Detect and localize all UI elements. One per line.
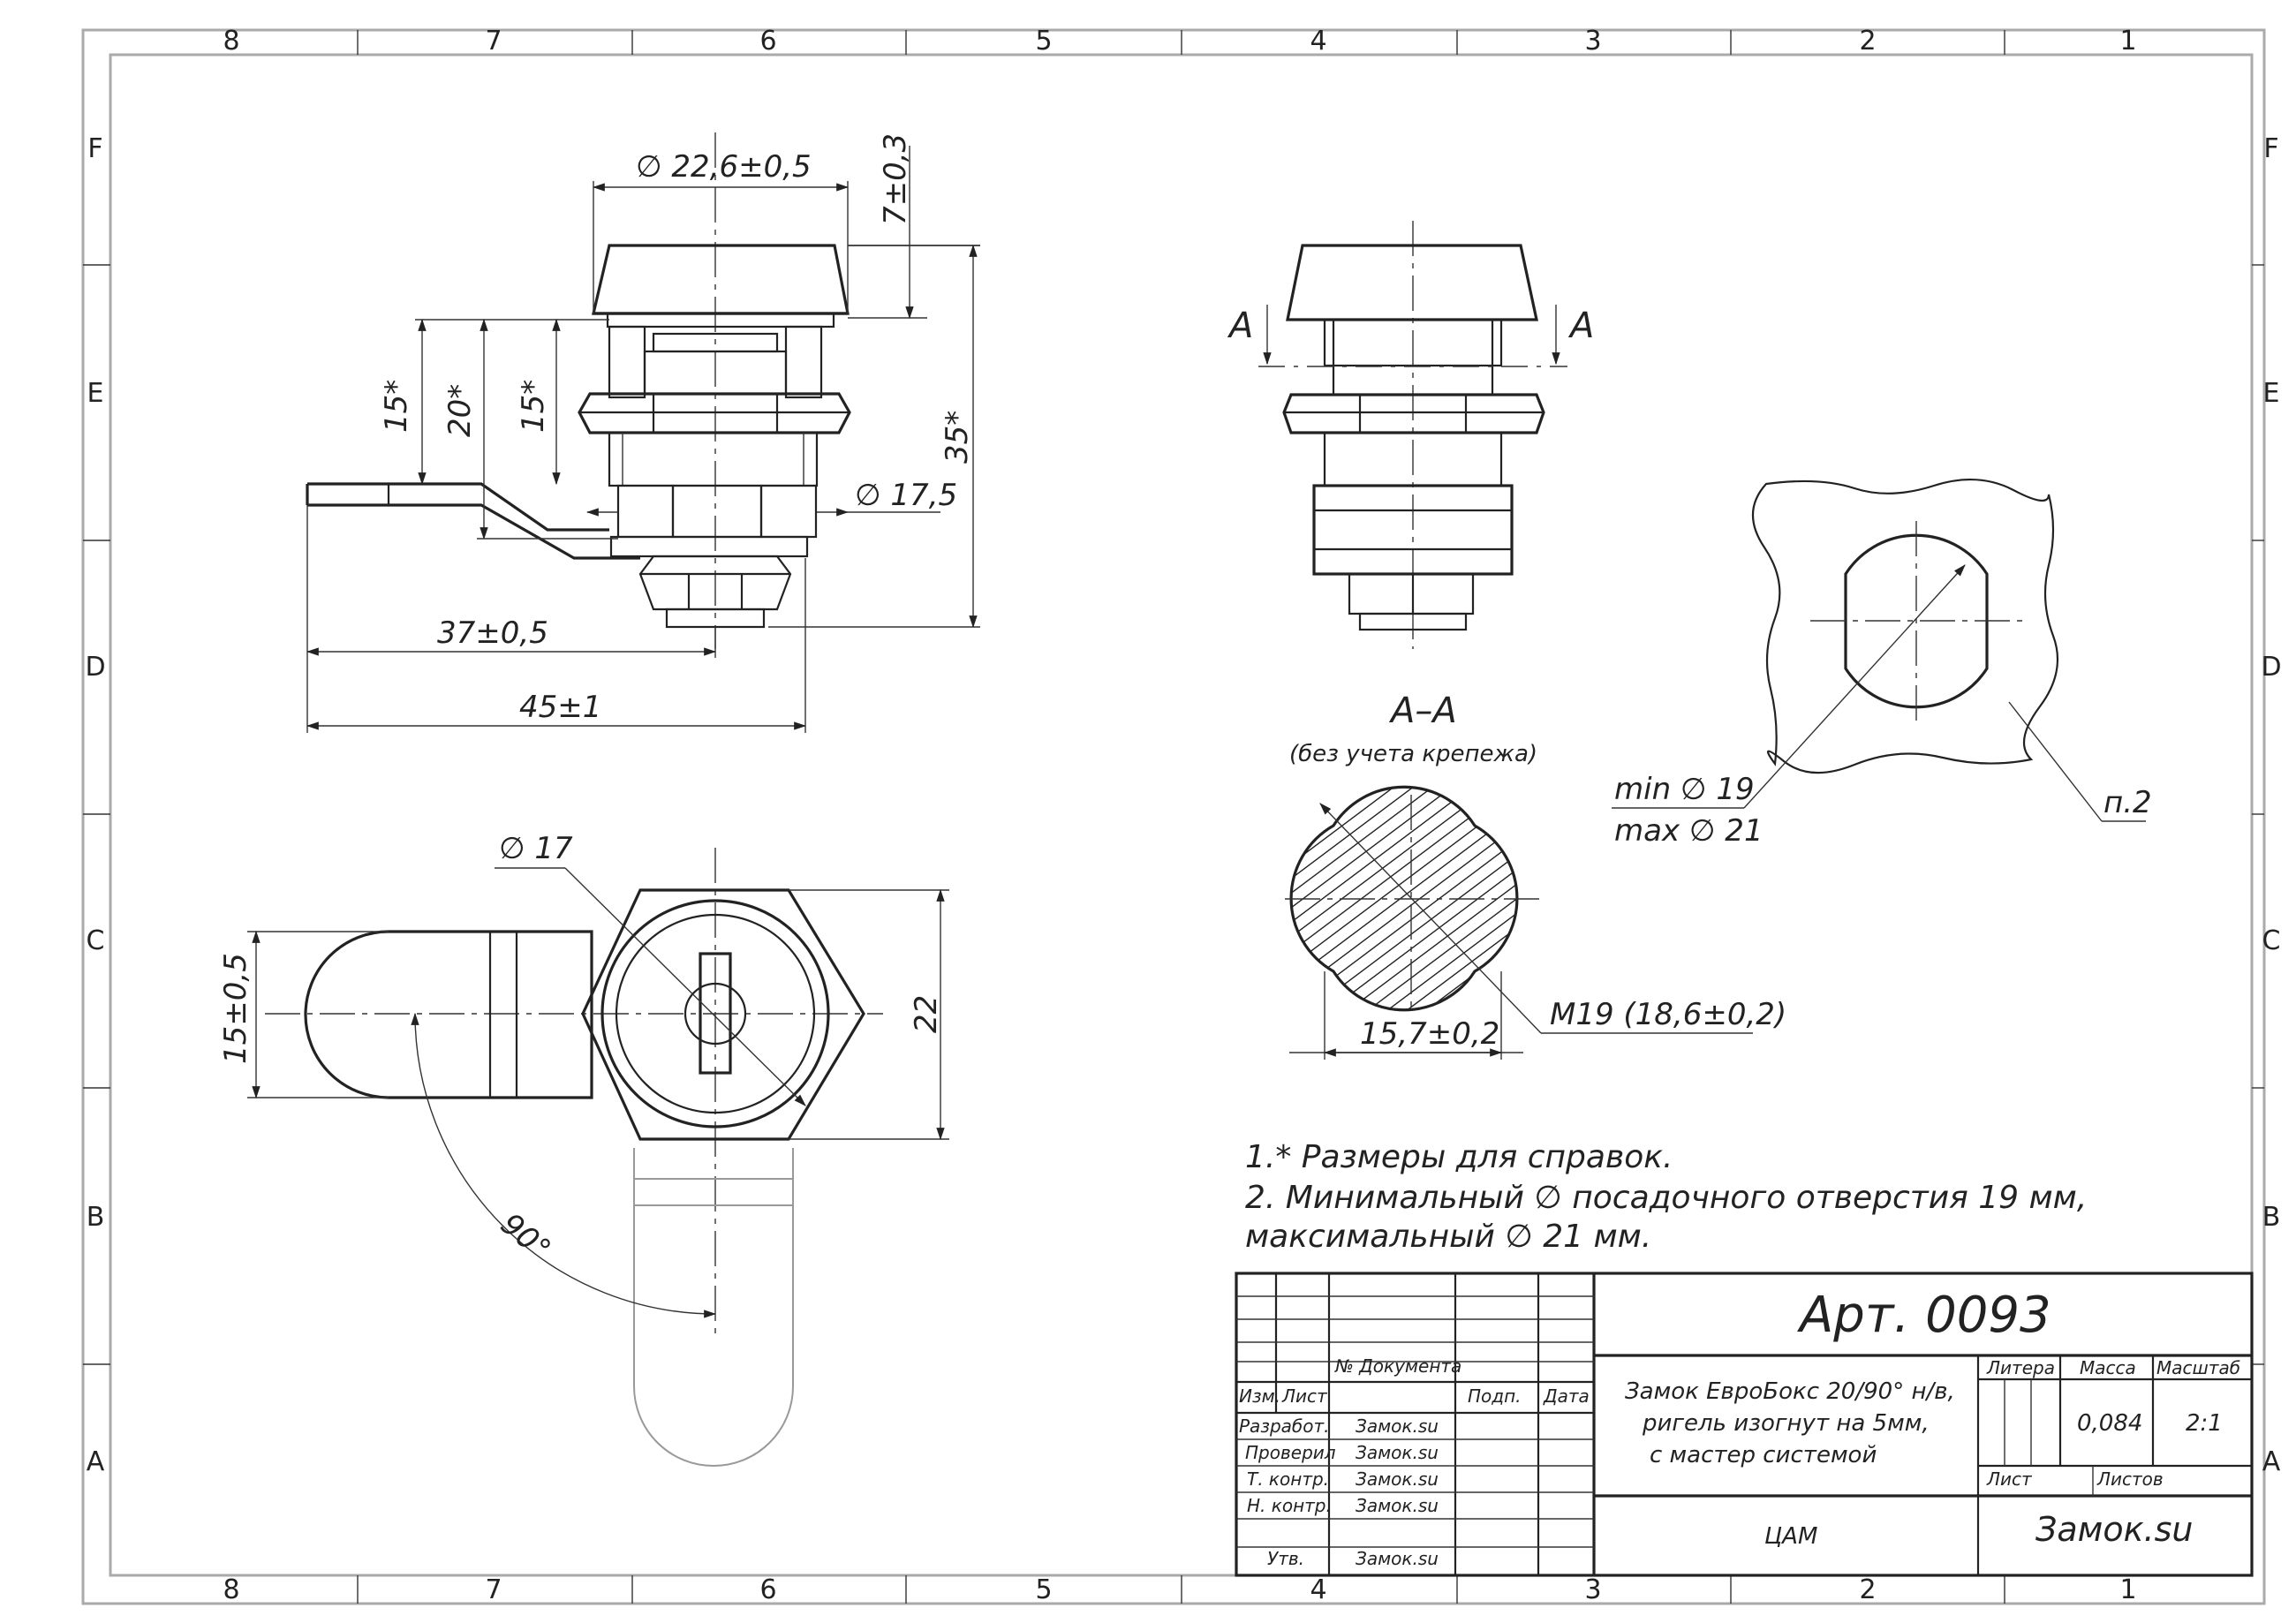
desc-line-3: с мастер системой (1650, 1442, 1877, 1468)
zone-col-label: 1 (2119, 26, 2136, 57)
hdr-scale: Масштаб (2156, 1357, 2240, 1378)
dim-width-15: 15±0,5 (218, 953, 253, 1064)
desc-line-2: ригель изогнут на 5мм, (1642, 1410, 1930, 1437)
role-5-name: Замок.su (1356, 1548, 1439, 1569)
front-view: ∅ 22,6±0,5 7±0,3 15* 20* 15* 35* ∅ 17,5 … (306, 132, 980, 733)
hdr-sheets: Листов (2096, 1468, 2164, 1490)
hdr-doc-no: № Документа (1334, 1355, 1461, 1377)
role-3: Т. контр. (1247, 1468, 1329, 1490)
dim-hole-max: max ∅ 21 (1614, 813, 1764, 849)
mass-value: 0,084 (2077, 1410, 2142, 1437)
role-4: Н. контр. (1247, 1495, 1332, 1516)
note-ref-p2: п.2 (2103, 785, 2152, 820)
dim-width-22: 22 (909, 995, 944, 1033)
dim-height-15b: 15* (516, 380, 551, 433)
zone-col-label: 8 (223, 1574, 239, 1605)
zone-row-label: B (87, 1202, 105, 1233)
zone-col-label: 1 (2119, 1574, 2136, 1605)
note-1: 1.* Размеры для справок. (1245, 1139, 1673, 1175)
zone-row-label: F (2263, 133, 2278, 164)
section-title: А–А (1388, 691, 1457, 731)
hdr-izm: Изм. (1239, 1385, 1280, 1407)
scale-value: 2:1 (2186, 1410, 2223, 1437)
company-name: Замок.su (2035, 1510, 2193, 1549)
dim-head-height: 7±0,3 (878, 133, 913, 225)
zone-row-label: E (2263, 378, 2280, 409)
dim-height-15a: 15* (379, 380, 414, 433)
side-view: A A (1227, 221, 1594, 649)
zone-col-label: 4 (1310, 26, 1326, 57)
zone-row-label: A (87, 1446, 105, 1477)
role-1-name: Замок.su (1356, 1415, 1439, 1437)
zone-row-label: C (87, 925, 105, 956)
zone-row-label: D (85, 652, 105, 683)
dim-height-35: 35* (940, 411, 975, 464)
article-number: Арт. 0093 (1797, 1287, 2051, 1344)
section-mark-left: A (1227, 306, 1253, 346)
zone-col-label: 2 (1859, 1574, 1876, 1605)
section-view: А–А (без учета крепежа) M19 (18,6±0,2) 1… (1285, 691, 1786, 1060)
zone-col-label: 3 (1584, 26, 1601, 57)
dim-flat-15-7: 15,7±0,2 (1360, 1016, 1499, 1052)
role-2-name: Замок.su (1356, 1442, 1439, 1463)
role-1: Разработ. (1239, 1415, 1329, 1437)
role-5: Утв. (1267, 1548, 1304, 1569)
hdr-sign: Подп. (1468, 1385, 1522, 1407)
dim-height-20: 20* (442, 384, 478, 437)
dim-body-diameter: ∅ 17,5 (855, 478, 957, 513)
dim-cap-diameter-17: ∅ 17 (499, 831, 573, 866)
zone-row-label: C (2262, 925, 2281, 956)
material: ЦАМ (1764, 1523, 1817, 1550)
role-4-name: Замок.su (1356, 1495, 1439, 1516)
role-3-name: Замок.su (1356, 1468, 1439, 1490)
zone-col-label: 7 (485, 1574, 502, 1605)
notes: 1.* Размеры для справок. 2. Минимальный … (1245, 1139, 2087, 1255)
role-2: Проверил (1245, 1442, 1336, 1463)
zone-col-label: 7 (485, 26, 502, 57)
section-subtitle: (без учета крепежа) (1289, 741, 1537, 767)
dim-length-45: 45±1 (519, 690, 601, 725)
zone-row-label: E (87, 378, 104, 409)
dim-head-diameter: ∅ 22,6±0,5 (636, 149, 812, 185)
desc-line-1: Замок ЕвроБокс 20/90° н/в, (1625, 1378, 1955, 1405)
dim-length-37: 37±0,5 (437, 615, 548, 651)
note-2-cont: максимальный ∅ 21 мм. (1245, 1219, 1651, 1255)
note-2: 2. Минимальный ∅ посадочного отверстия 1… (1245, 1180, 2087, 1216)
hdr-sheet: Лист (1986, 1468, 2033, 1490)
drawing-frame (81, 28, 2266, 1605)
hdr-date: Дата (1543, 1385, 1590, 1407)
zone-col-label: 2 (1859, 26, 1876, 57)
hdr-mass: Масса (2080, 1357, 2136, 1378)
zone-row-label: F (87, 133, 102, 164)
zone-col-label: 6 (759, 1574, 776, 1605)
zone-col-label: 6 (759, 26, 776, 57)
hdr-list: Лист (1281, 1385, 1328, 1407)
section-mark-right: A (1567, 306, 1594, 346)
title-block: Арт. 0093 Замок ЕвроБокс 20/90° н/в, риг… (1235, 1272, 2254, 1577)
zone-col-label: 5 (1035, 1574, 1052, 1605)
hole-view: min ∅ 19 max ∅ 21 п.2 (1612, 479, 2152, 849)
zone-col-label: 3 (1584, 1574, 1601, 1605)
zone-row-label: D (2261, 652, 2281, 683)
dim-angle-90: 90° (494, 1206, 557, 1267)
zone-row-label: A (2262, 1446, 2281, 1477)
zone-col-label: 4 (1310, 1574, 1326, 1605)
dim-hole-min: min ∅ 19 (1614, 772, 1755, 807)
zone-col-label: 8 (223, 26, 239, 57)
zone-col-label: 5 (1035, 26, 1052, 57)
zone-row-label: B (2262, 1202, 2281, 1233)
hdr-litera: Литера (1986, 1357, 2055, 1378)
dim-thread-m19: M19 (18,6±0,2) (1550, 997, 1786, 1032)
top-view: ∅ 17 15±0,5 22 90° (218, 831, 949, 1467)
